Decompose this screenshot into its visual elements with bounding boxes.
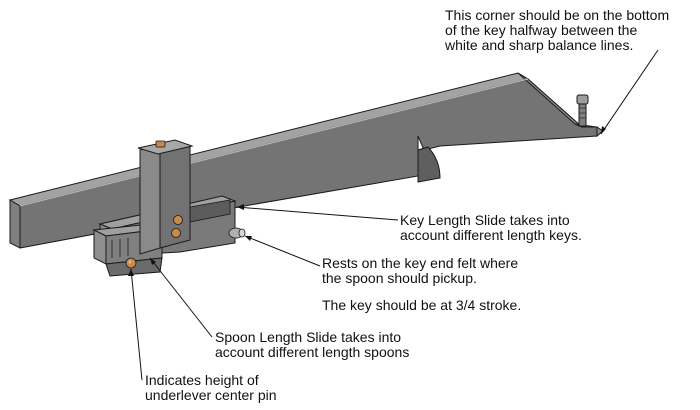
leader-height (130, 268, 143, 381)
key-bar-edge (19, 78, 529, 207)
key-bar-front-face (9, 199, 21, 249)
callout-corner-line3: white and sharp balance lines. (445, 37, 634, 53)
callout-stroke: The key should be at 3/4 stroke. (322, 298, 521, 313)
clamp-screw-upper (173, 215, 183, 225)
leader-spoon-arrow (150, 258, 156, 265)
callout-spoon-length-slide: Spoon Length Slide takes into account di… (215, 330, 409, 360)
clamp-bracket (137, 139, 194, 255)
callout-spoon-line1: Spoon Length Slide takes into (215, 329, 402, 345)
callout-key-length-line2: account different length keys. (400, 227, 582, 243)
callout-corner-line2: of the key halfway between the (445, 22, 638, 38)
leader-height-arrow (128, 269, 134, 276)
callout-corner: This corner should be on the bottom of t… (445, 8, 669, 53)
callout-rests-line1: Rests on the key end felt where (322, 255, 519, 271)
tail-screw-shaft (578, 102, 587, 127)
callout-key-length-line1: Key Length Slide takes into (400, 212, 570, 228)
callout-spoon-line2: account different length spoons (215, 344, 410, 360)
leader-corner-arrow (601, 126, 606, 134)
leader-corner (600, 49, 659, 135)
callout-rests: Rests on the key end felt where the spoo… (322, 256, 518, 286)
callout-height: Indicates height of underlever center pi… (145, 373, 277, 403)
callout-key-length-slide: Key Length Slide takes into account diff… (400, 213, 582, 243)
clamp-bracket-face (139, 143, 161, 255)
callout-height-line2: underlever center pin (145, 387, 277, 403)
leader-lines (128, 49, 659, 381)
clamp-screws (171, 215, 183, 238)
height-pin (125, 257, 137, 269)
key-bar-notch (417, 146, 441, 183)
callout-rests-line2: the spoon should pickup. (322, 270, 477, 286)
tail-screw (576, 94, 589, 127)
leader-key-length (236, 206, 399, 221)
clamp-screw-lower (171, 228, 181, 238)
tail-screw-head (576, 94, 589, 105)
leader-key-length-arrow (237, 204, 244, 210)
felt-pin (228, 227, 246, 239)
callout-corner-line1: This corner should be on the bottom (445, 7, 670, 23)
leader-spoon (149, 257, 213, 338)
spoon-slide-end (93, 229, 107, 265)
callout-stroke-line1: The key should be at 3/4 stroke. (322, 297, 522, 313)
felt-pin-tip (238, 228, 246, 238)
leader-rests-arrow (245, 236, 252, 241)
clamp-top-nut (155, 140, 166, 148)
leader-rests (244, 235, 321, 267)
callout-height-line1: Indicates height of (145, 372, 259, 388)
